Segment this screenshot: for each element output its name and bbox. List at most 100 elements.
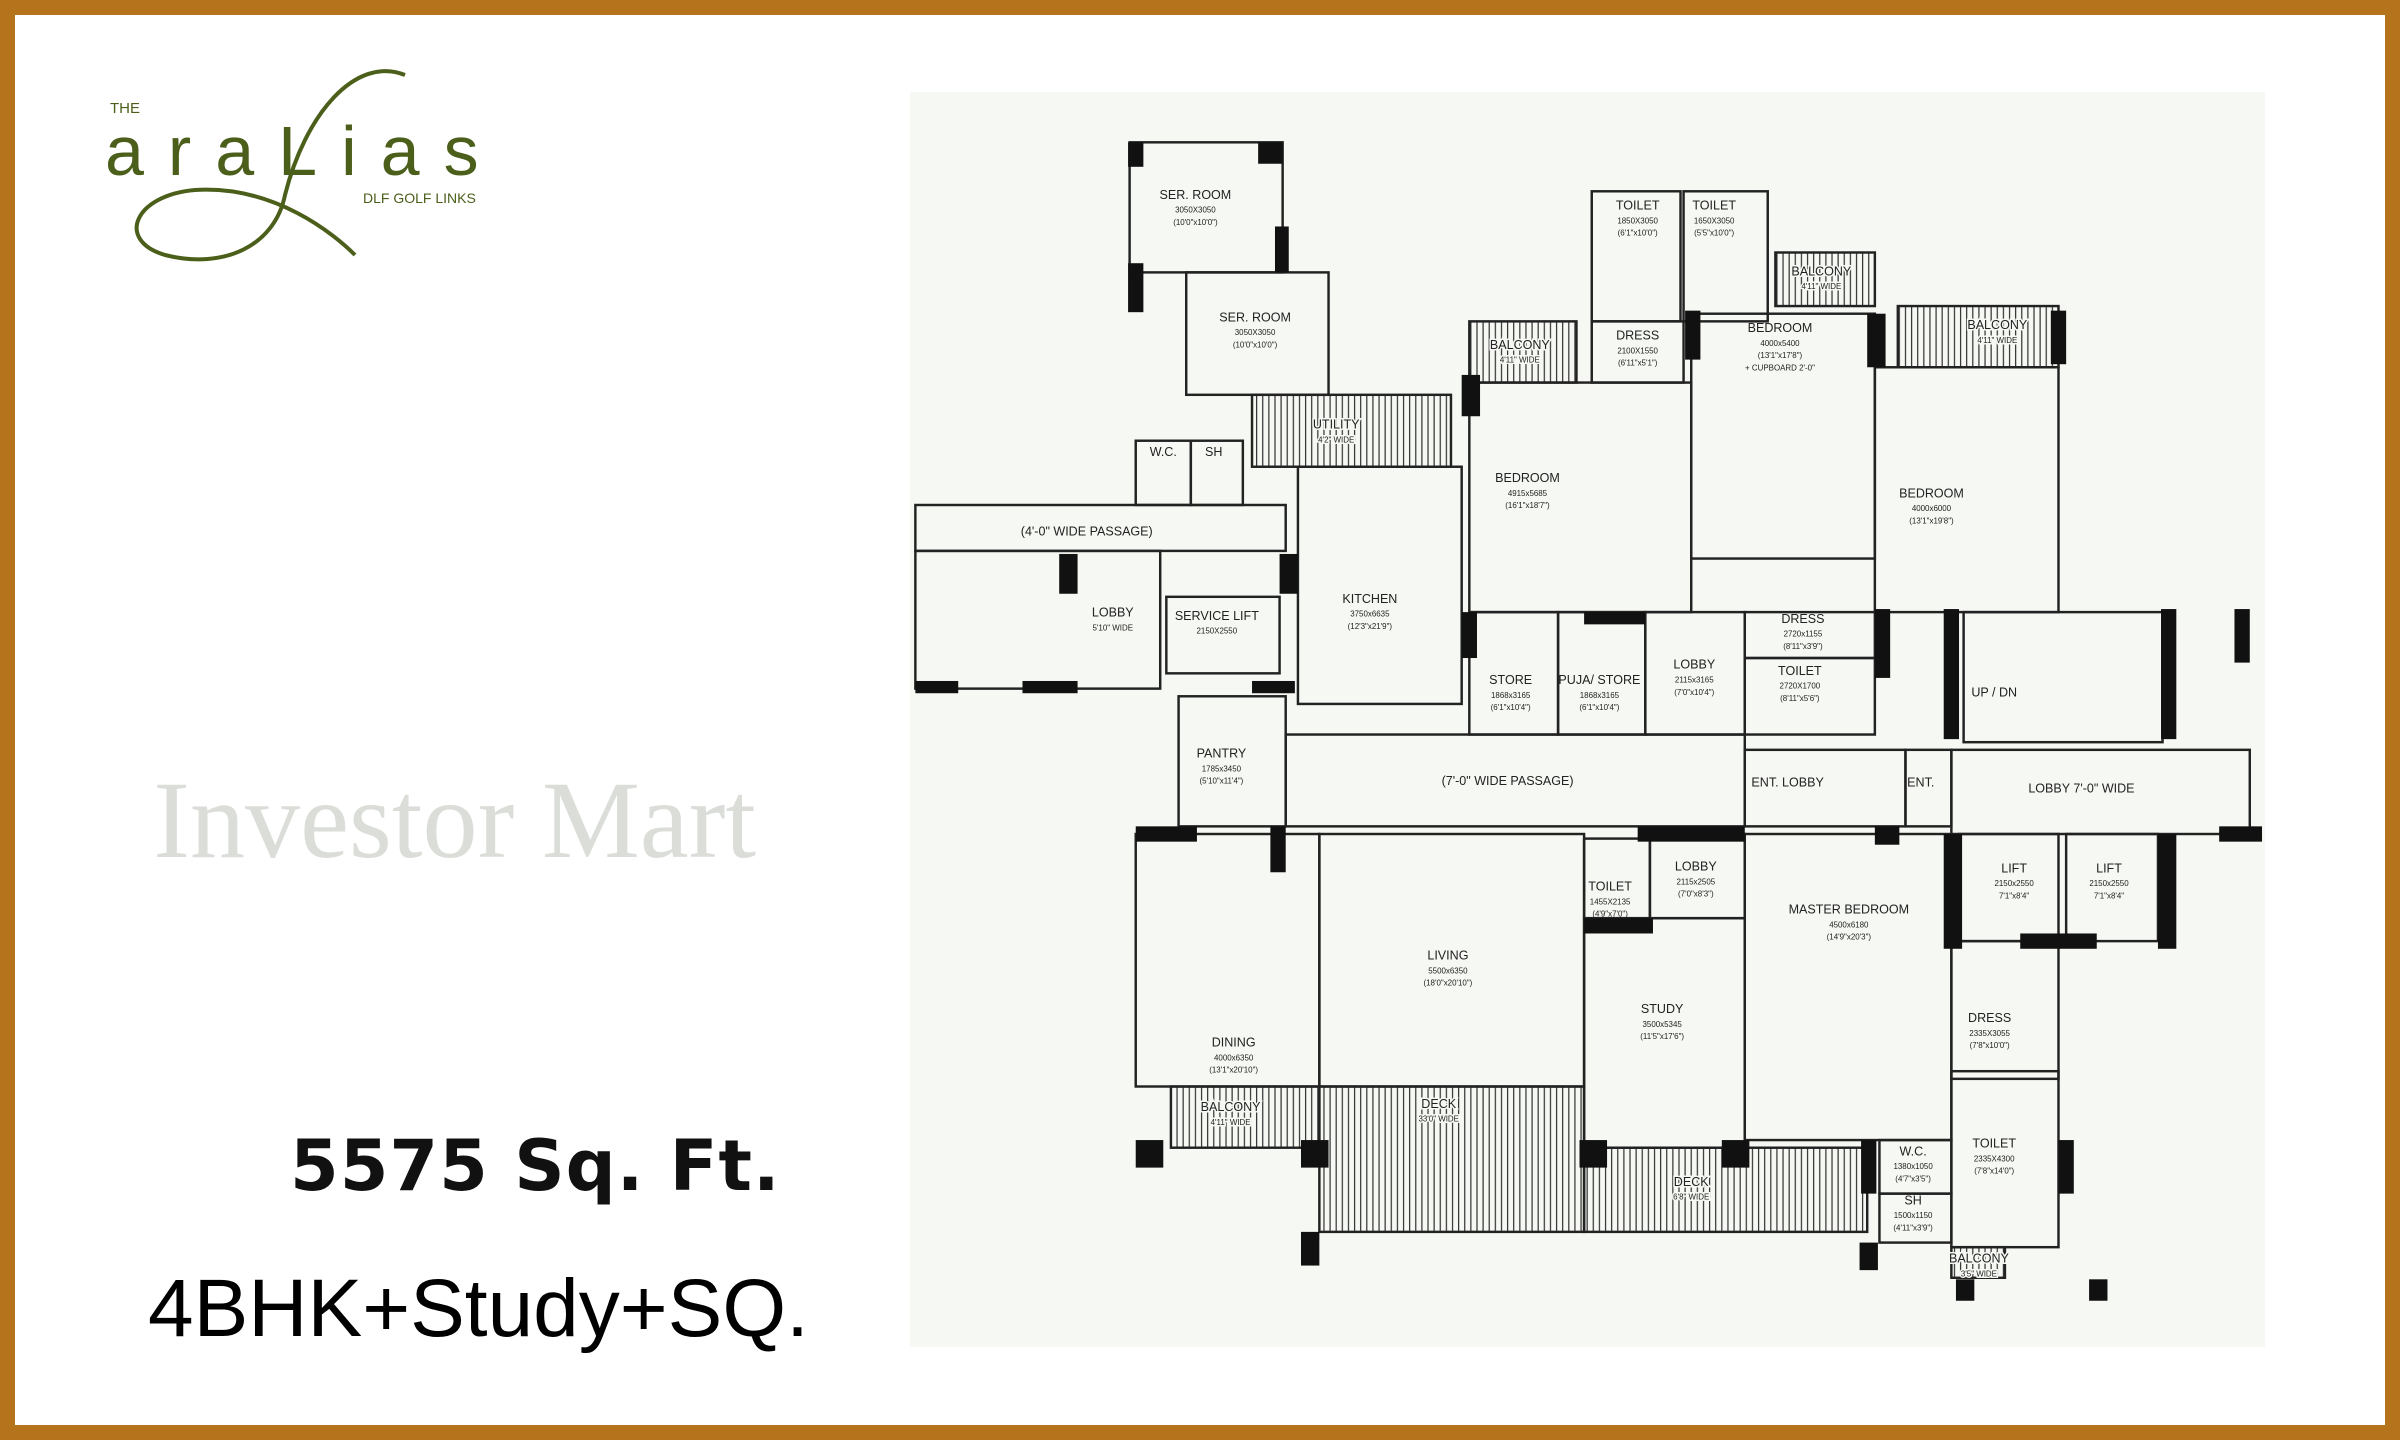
structural-column bbox=[2089, 1279, 2108, 1301]
room-name: KITCHEN bbox=[1342, 592, 1397, 606]
structural-column bbox=[1874, 609, 1891, 678]
room-name: ENT. bbox=[1907, 776, 1934, 790]
structural-column bbox=[1135, 826, 1197, 842]
room-name: UTILITY bbox=[1313, 417, 1360, 431]
room-utility: UTILITY 4'2" WIDE bbox=[1250, 393, 1453, 468]
room-name: DECK bbox=[1674, 1175, 1709, 1189]
room-name: STORE bbox=[1489, 673, 1532, 687]
room-dims: 4'2" WIDE bbox=[1318, 435, 1354, 444]
structural-column bbox=[2234, 609, 2250, 663]
room-name: SERVICE LIFT bbox=[1175, 609, 1259, 623]
room-imperial: 7'1"x8'4" bbox=[2094, 891, 2124, 900]
room-imperial: (7'0"x8'3") bbox=[1678, 890, 1714, 899]
room-dims: 1868x3165 bbox=[1491, 691, 1531, 700]
room-name: MASTER BEDROOM bbox=[1789, 903, 1909, 917]
logo-prefix: THE bbox=[110, 100, 140, 117]
structural-column bbox=[2161, 609, 2177, 740]
room-name: DECK bbox=[1421, 1097, 1456, 1111]
room-name: (4'-0" WIDE PASSAGE) bbox=[1021, 525, 1153, 539]
room-name: LOBBY bbox=[1673, 658, 1715, 672]
room-dims: 3050X3050 bbox=[1175, 206, 1216, 215]
room-dims: 2115x2505 bbox=[1676, 878, 1715, 887]
structural-column bbox=[1461, 612, 1477, 659]
structural-column bbox=[1128, 263, 1144, 313]
configuration-label: 4BHK+Study+SQ. bbox=[148, 1263, 809, 1354]
structural-column bbox=[915, 680, 959, 694]
room-outline bbox=[1774, 251, 1877, 308]
room-dims: 3500x5345 bbox=[1642, 1020, 1682, 1029]
structural-column bbox=[1270, 826, 1286, 873]
room-outline bbox=[1250, 393, 1453, 468]
room-name: DRESS bbox=[1616, 329, 1659, 343]
room-lobby-7-0-wide: LOBBY 7'-0" WIDE bbox=[1950, 748, 2252, 836]
room-name: TOILET bbox=[1588, 880, 1632, 894]
room-name: TOILET bbox=[1616, 199, 1660, 213]
room-name: BALCONY bbox=[1791, 264, 1852, 278]
structural-column bbox=[1300, 1140, 1329, 1168]
room-dims: 2115x3165 bbox=[1675, 676, 1714, 685]
room-dims: 2150X2550 bbox=[1197, 627, 1238, 636]
room-outline bbox=[1950, 1245, 2007, 1280]
structural-column bbox=[2020, 933, 2097, 949]
room-outline bbox=[1743, 656, 1877, 736]
structural-column bbox=[1300, 1231, 1320, 1266]
room-outline bbox=[1896, 304, 2060, 369]
room-dims: 4000x6350 bbox=[1214, 1053, 1254, 1062]
room-dims: 4915x5685 bbox=[1508, 489, 1548, 498]
room-dims: 4000x5400 bbox=[1760, 339, 1800, 348]
room-outline bbox=[1590, 190, 1682, 323]
room-name: LOBBY bbox=[1092, 606, 1134, 620]
structural-column bbox=[1279, 553, 1298, 594]
room-imperial: (5'10"x11'4") bbox=[1200, 777, 1244, 786]
structural-column bbox=[1579, 1140, 1608, 1168]
room-name: DRESS bbox=[1781, 612, 1824, 626]
room-dims: 2335X3055 bbox=[1969, 1029, 2010, 1038]
room-name: W.C. bbox=[1150, 445, 1177, 459]
room-imperial: (12'3"x21'9") bbox=[1348, 622, 1393, 631]
room-name: SH bbox=[1904, 1193, 1921, 1207]
room-dims: 3050X3050 bbox=[1235, 328, 1276, 337]
room-dims: 4'11" WIDE bbox=[1500, 356, 1540, 365]
room-dims: 1850X3050 bbox=[1617, 216, 1658, 225]
logo-swoosh bbox=[134, 69, 406, 262]
room-outline bbox=[1177, 695, 1287, 828]
room-lobby: LOBBY 5'10" WIDE bbox=[914, 549, 1162, 690]
room-imperial: (8'11"x3'9") bbox=[1783, 642, 1823, 651]
structural-column bbox=[1274, 226, 1289, 273]
structural-column bbox=[1128, 142, 1144, 167]
room-dims: 1868x3165 bbox=[1580, 691, 1620, 700]
structural-column bbox=[2058, 1140, 2074, 1194]
room-name: SER. ROOM bbox=[1219, 310, 1291, 324]
room-imperial: (7'0"x10'4") bbox=[1674, 688, 1714, 697]
room-name: STUDY bbox=[1641, 1002, 1684, 1016]
room-name: BALCONY bbox=[1201, 1100, 1262, 1114]
room-dims: 5'10" WIDE bbox=[1093, 623, 1134, 632]
room-outline bbox=[1468, 320, 1578, 384]
room-ent-lobby: ENT. LOBBY bbox=[1743, 748, 1907, 828]
room-name: PANTRY bbox=[1197, 746, 1247, 760]
room-name: PUJA/ STORE bbox=[1558, 673, 1640, 687]
room-imperial: (11'5"x17'6") bbox=[1640, 1032, 1684, 1041]
room-imperial: (4'9"x7'0") bbox=[1592, 910, 1628, 919]
room-outline bbox=[1296, 465, 1463, 706]
structural-column bbox=[1943, 609, 1960, 740]
room-sh: SH bbox=[1189, 439, 1245, 507]
room-imperial: (10'0"x10'0") bbox=[1233, 340, 1278, 349]
room-name: ENT. LOBBY bbox=[1751, 776, 1824, 790]
